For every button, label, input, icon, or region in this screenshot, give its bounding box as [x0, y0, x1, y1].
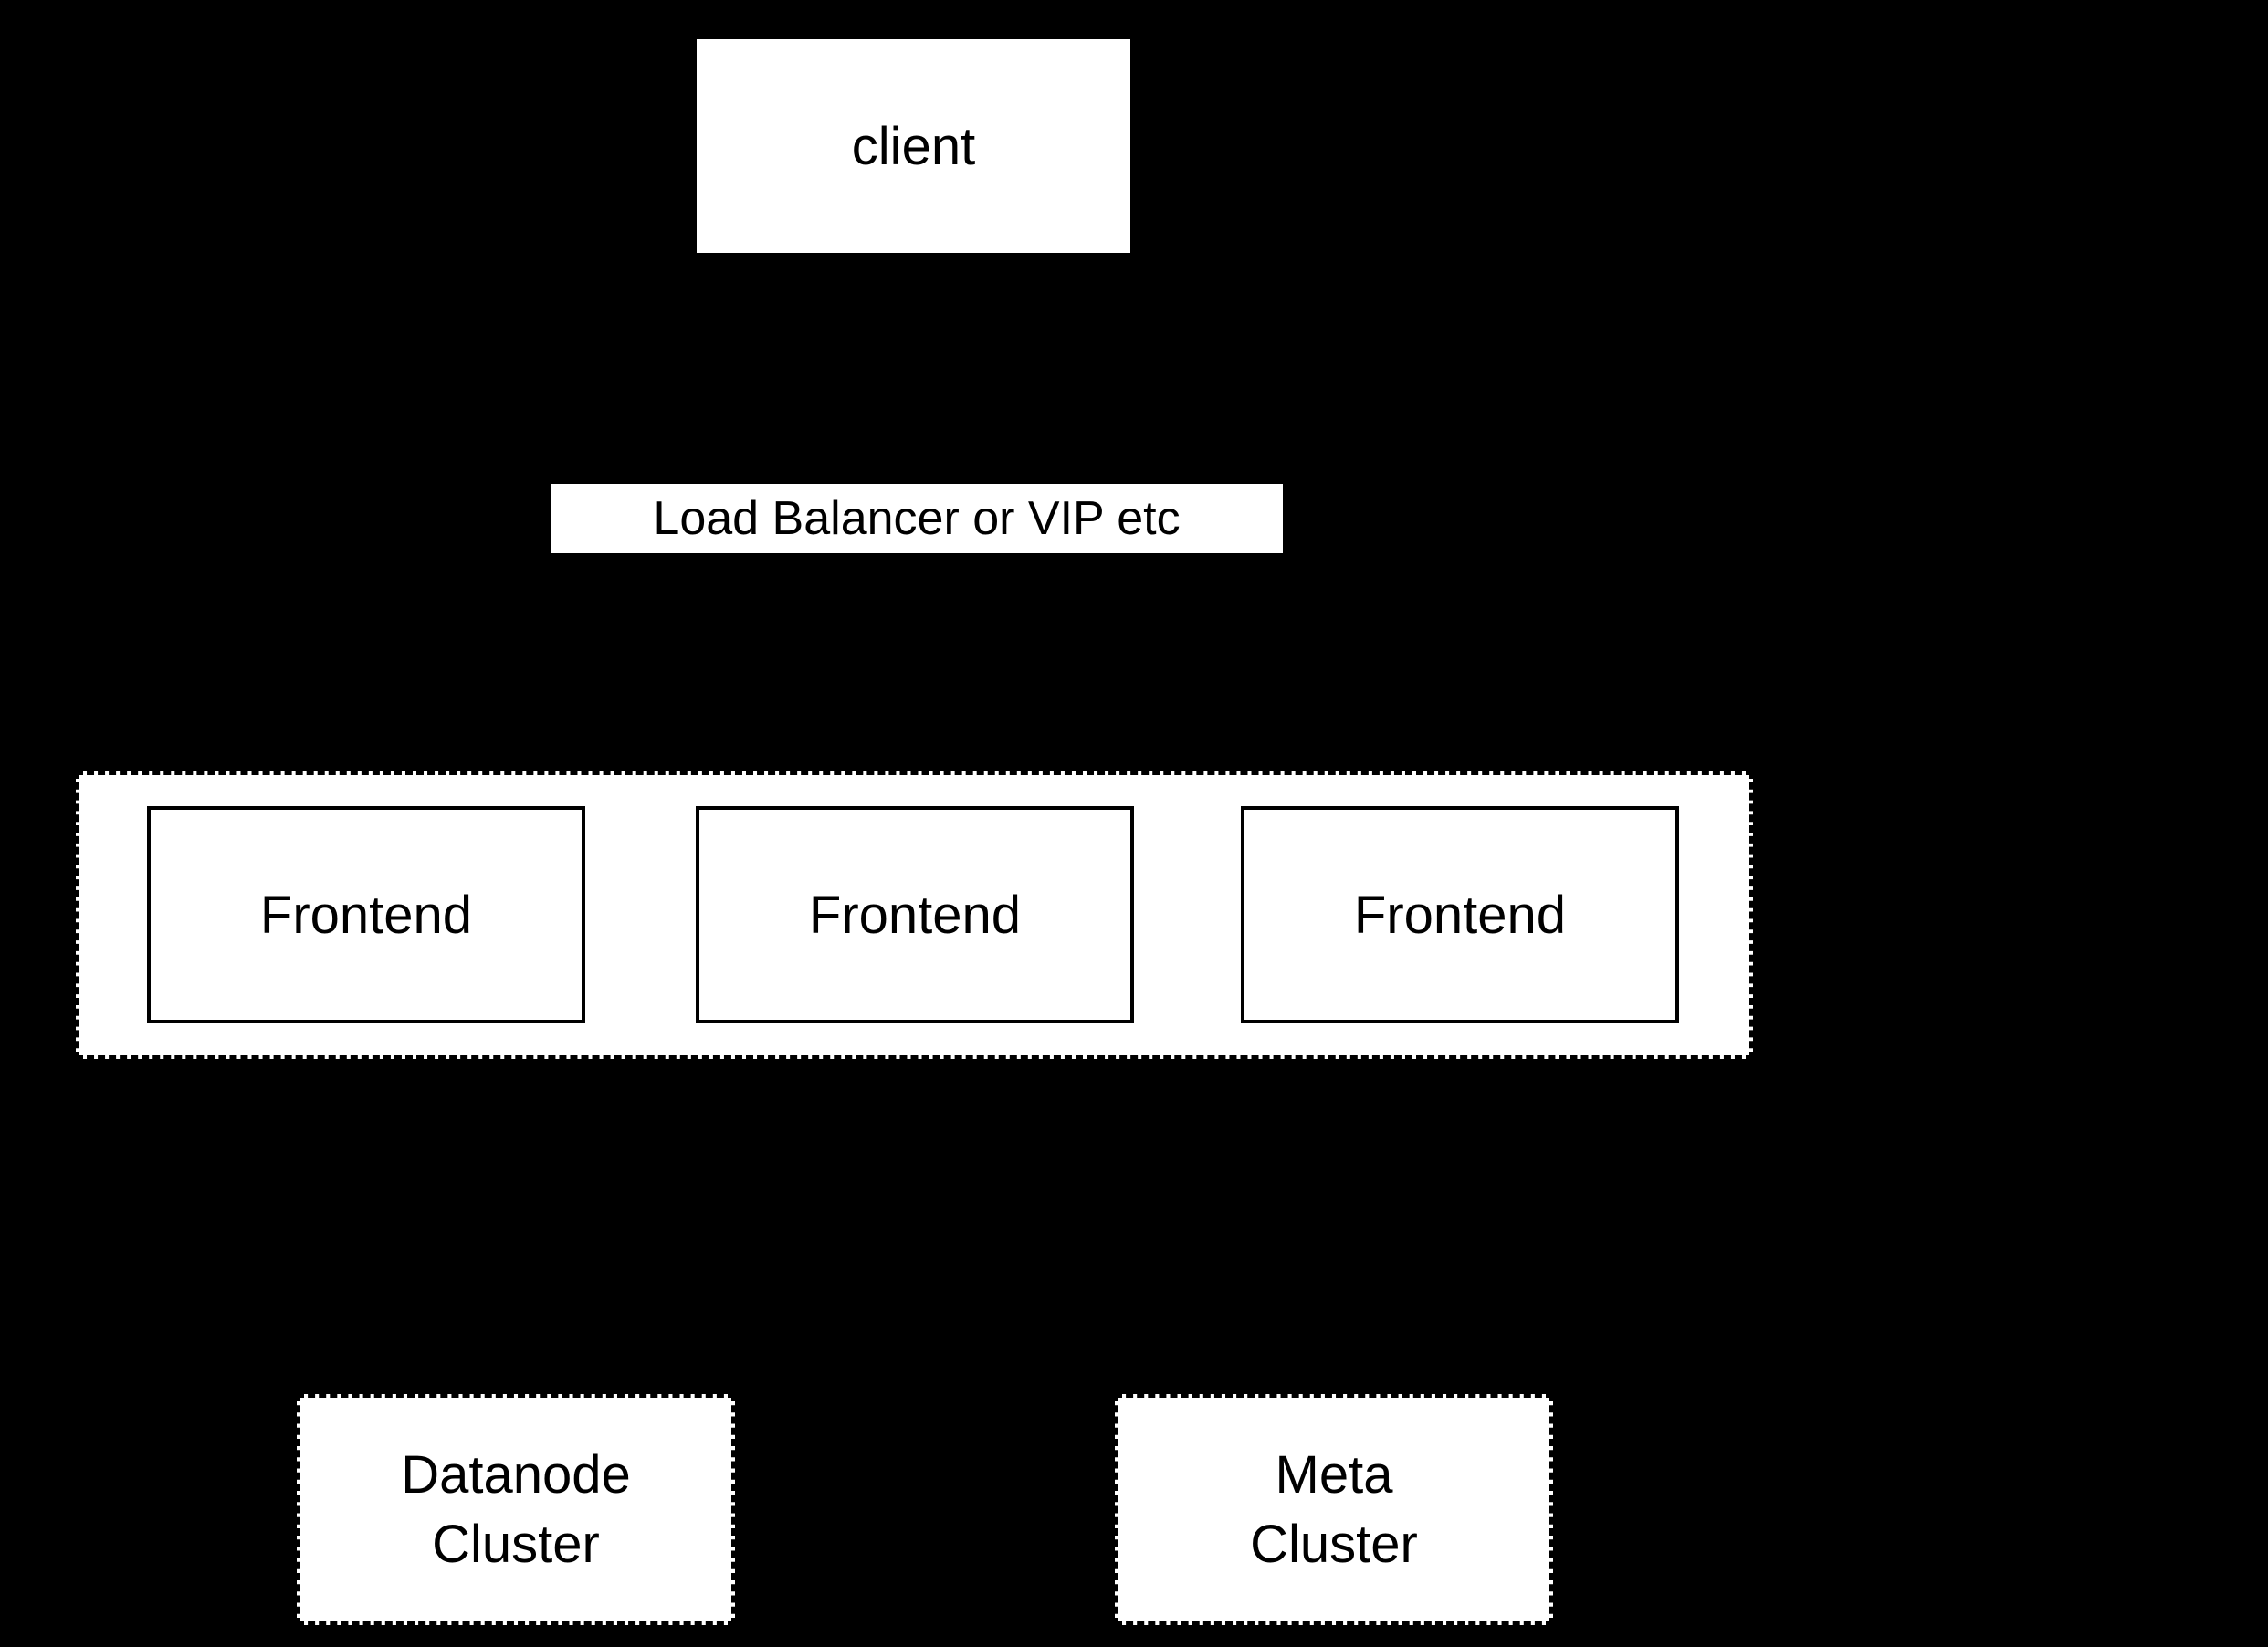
frontend-label-2: Frontend	[808, 885, 1022, 945]
load-balancer-label: Load Balancer or VIP etc	[653, 492, 1181, 545]
frontend-node-2: Frontend	[696, 806, 1134, 1023]
frontend-node-1: Frontend	[147, 806, 585, 1023]
datanode-cluster-label: Datanode Cluster	[401, 1441, 631, 1579]
datanode-cluster-node: Datanode Cluster	[297, 1394, 735, 1625]
meta-cluster-label-line1: Meta	[1275, 1444, 1393, 1505]
meta-cluster-node: Meta Cluster	[1115, 1394, 1553, 1625]
client-label: client	[851, 116, 976, 176]
client-node: client	[697, 39, 1130, 253]
meta-cluster-label: Meta Cluster	[1250, 1441, 1418, 1579]
datanode-cluster-label-line1: Datanode	[401, 1444, 631, 1505]
frontend-node-3: Frontend	[1241, 806, 1679, 1023]
datanode-cluster-label-line2: Cluster	[432, 1514, 600, 1574]
meta-cluster-label-line2: Cluster	[1250, 1514, 1418, 1574]
frontend-cluster-group: Frontend Frontend Frontend	[76, 771, 1753, 1059]
frontend-label-1: Frontend	[259, 885, 473, 945]
load-balancer-node: Load Balancer or VIP etc	[551, 484, 1283, 553]
frontend-label-3: Frontend	[1353, 885, 1567, 945]
